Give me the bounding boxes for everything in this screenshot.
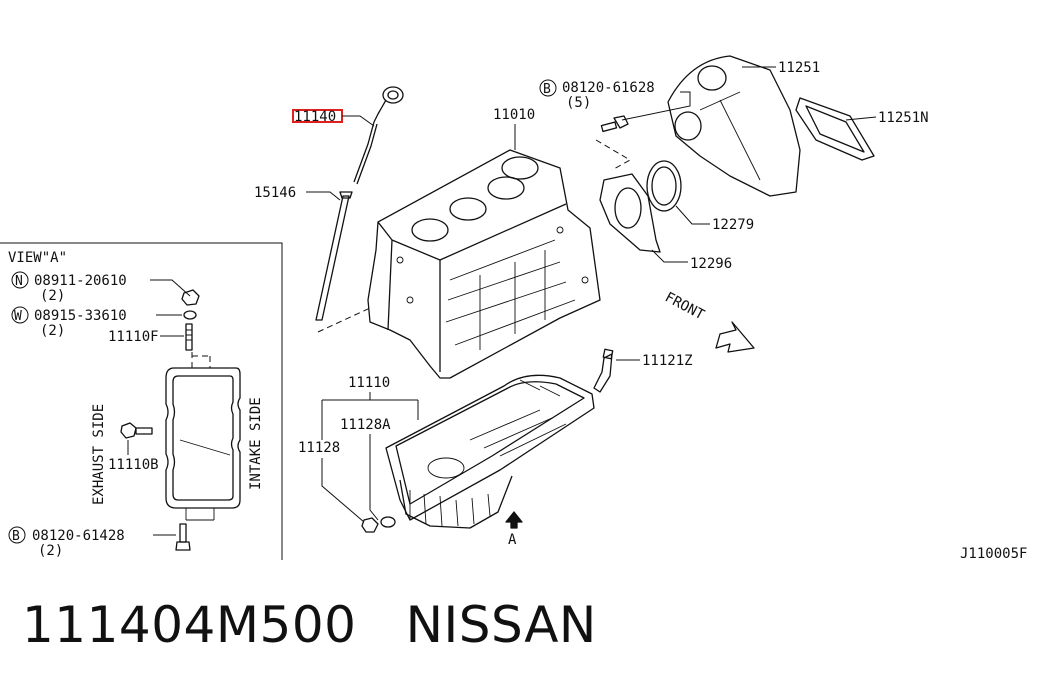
front-arrow-icon [715, 321, 755, 353]
cylinder-block-icon [367, 149, 601, 379]
oil-pan-icon [385, 374, 595, 529]
intake-side-label: INTAKE SIDE [248, 397, 264, 490]
plate-label[interactable]: 11251 [778, 60, 820, 76]
dipstick-assembly: 11140 15146 [254, 86, 404, 333]
bolt-mark: B [12, 529, 20, 544]
footer-caption: 111404M500 NISSAN [22, 596, 597, 654]
washer-symbol-icon [11, 306, 29, 324]
part-number: 111404M500 [22, 596, 357, 654]
washer-mark: W [14, 309, 22, 324]
dipstick-guide-icon [315, 195, 350, 321]
bolt-b1-qty: (5) [566, 95, 591, 111]
rear-bolt-icon [600, 115, 629, 133]
dipstick-handle-icon [373, 86, 404, 123]
plate-cover-icon [795, 97, 875, 161]
retainer-label[interactable]: 12296 [690, 256, 732, 272]
nut-symbol-icon [11, 271, 29, 289]
view-washer-qty: (2) [40, 323, 65, 339]
side-bolt-icon [120, 422, 153, 439]
nut-icon [181, 289, 200, 306]
seal-label[interactable]: 12279 [712, 217, 754, 233]
view-bolt2-label[interactable]: 08120-61428 [32, 528, 125, 544]
bolt-symbol-icon [8, 526, 26, 544]
pan-group-label[interactable]: 11110 [348, 375, 390, 391]
view-bolt-label[interactable]: 11110B [108, 457, 159, 473]
guide-label[interactable]: 15146 [254, 185, 296, 201]
oil-pan-gasket-icon [165, 352, 241, 521]
brand-name: NISSAN [405, 596, 597, 654]
bolt-b1-label[interactable]: 08120-61628 [562, 80, 655, 96]
view-a-arrow-icon [505, 511, 523, 529]
diagram-id: J110005F [960, 546, 1027, 562]
dipstick-blade-icon [353, 121, 378, 185]
dipstick-label[interactable]: 11140 [294, 109, 336, 125]
stud-icon [185, 323, 193, 351]
rear-plate-icon [667, 55, 801, 197]
block-label[interactable]: 11010 [493, 107, 535, 123]
bottom-bolt-icon [175, 523, 191, 551]
gasket-a-label[interactable]: 11128A [340, 417, 391, 433]
view-nut-label[interactable]: 08911-20610 [34, 273, 127, 289]
drain-plug-icon [361, 516, 396, 533]
front-label: FRONT [662, 289, 707, 323]
view-nut-qty: (2) [40, 288, 65, 304]
washer-icon [183, 310, 197, 320]
oil-sensor-icon [593, 348, 614, 393]
exhaust-side-label: EXHAUST SIDE [91, 404, 107, 505]
plate-n-label[interactable]: 11251N [878, 110, 929, 126]
arrow-a-label: A [508, 532, 517, 548]
view-a-panel: VIEW"A" N 08911-20610 (2) W 08915-33610 … [0, 242, 283, 560]
oil-seal-icon [646, 160, 682, 212]
view-washer-label[interactable]: 08915-33610 [34, 308, 127, 324]
bolt-b1-symbol-icon [539, 79, 557, 97]
view-stud-label[interactable]: 11110F [108, 329, 159, 345]
plug-label[interactable]: 11128 [298, 440, 340, 456]
nut-mark: N [15, 274, 23, 289]
view-a-title: VIEW"A" [8, 250, 67, 266]
bolt-b1-mark: B [543, 82, 551, 97]
sensor-label[interactable]: 11121Z [642, 353, 693, 369]
view-bolt2-qty: (2) [38, 543, 63, 559]
seal-retainer-icon [599, 173, 661, 253]
